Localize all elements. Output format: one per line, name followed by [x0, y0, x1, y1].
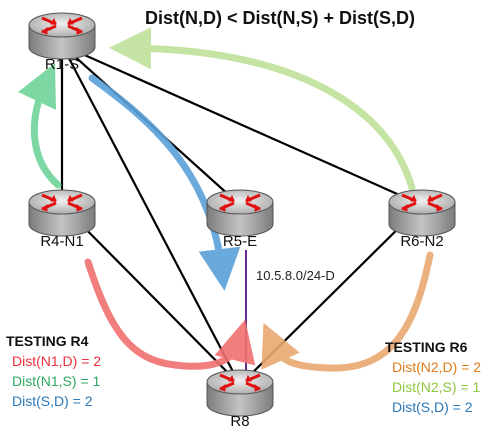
testing-r4-line-2: Dist(N1,S) = 1	[12, 373, 101, 389]
router-icon	[387, 188, 457, 238]
testing-r6-line-3: Dist(S,D) = 2	[392, 399, 473, 415]
router-r8-label: R8	[230, 413, 249, 430]
link-r1-r6	[61, 43, 423, 207]
testing-r4-line-3: Dist(S,D) = 2	[12, 393, 93, 409]
router-r1[interactable]: R1-S	[27, 11, 97, 73]
link-r6-r8	[239, 204, 423, 386]
router-r6-label: R6-N2	[400, 233, 443, 250]
diagram-title: Dist(N,D) < Dist(N,S) + Dist(S,D)	[145, 8, 415, 28]
testing-r6-title: TESTING R6	[385, 339, 468, 355]
testing-r4-title: TESTING R4	[6, 333, 89, 349]
router-icon	[205, 368, 275, 418]
links	[60, 43, 423, 386]
router-r1-label: R1-S	[45, 56, 79, 73]
router-r8[interactable]: R8	[205, 368, 275, 430]
router-r4[interactable]: R4-N1	[27, 188, 97, 250]
arrow-n2-to-d	[261, 251, 434, 372]
subnet-label: 10.5.8.0/24-D	[256, 268, 335, 283]
testing-r6-line-2: Dist(N2,S) = 1	[392, 379, 481, 395]
testing-r4-line-1: Dist(N1,D) = 2	[12, 353, 101, 369]
testing-r6-line-1: Dist(N2,D) = 2	[392, 359, 481, 375]
router-r4-label: R4-N1	[40, 233, 83, 250]
testing-r6-block: TESTING R6 Dist(N2,D) = 2 Dist(N2,S) = 1…	[385, 339, 481, 415]
router-icon	[27, 11, 97, 61]
router-r5-label: R5-E	[223, 233, 257, 250]
link-r1-r8	[61, 44, 241, 386]
arrow-s-to-d	[88, 74, 241, 291]
router-icon	[205, 188, 275, 238]
router-icon	[27, 188, 97, 238]
arrow-n1-to-d	[84, 258, 256, 370]
router-r5[interactable]: R5-E	[205, 188, 275, 250]
arrow-n2-to-s	[109, 27, 416, 192]
link-r4-r8	[61, 204, 241, 386]
router-r6[interactable]: R6-N2	[387, 188, 457, 250]
arrow-n1-to-s	[18, 63, 62, 189]
testing-r4-block: TESTING R4 Dist(N1,D) = 2 Dist(N1,S) = 1…	[6, 333, 101, 409]
